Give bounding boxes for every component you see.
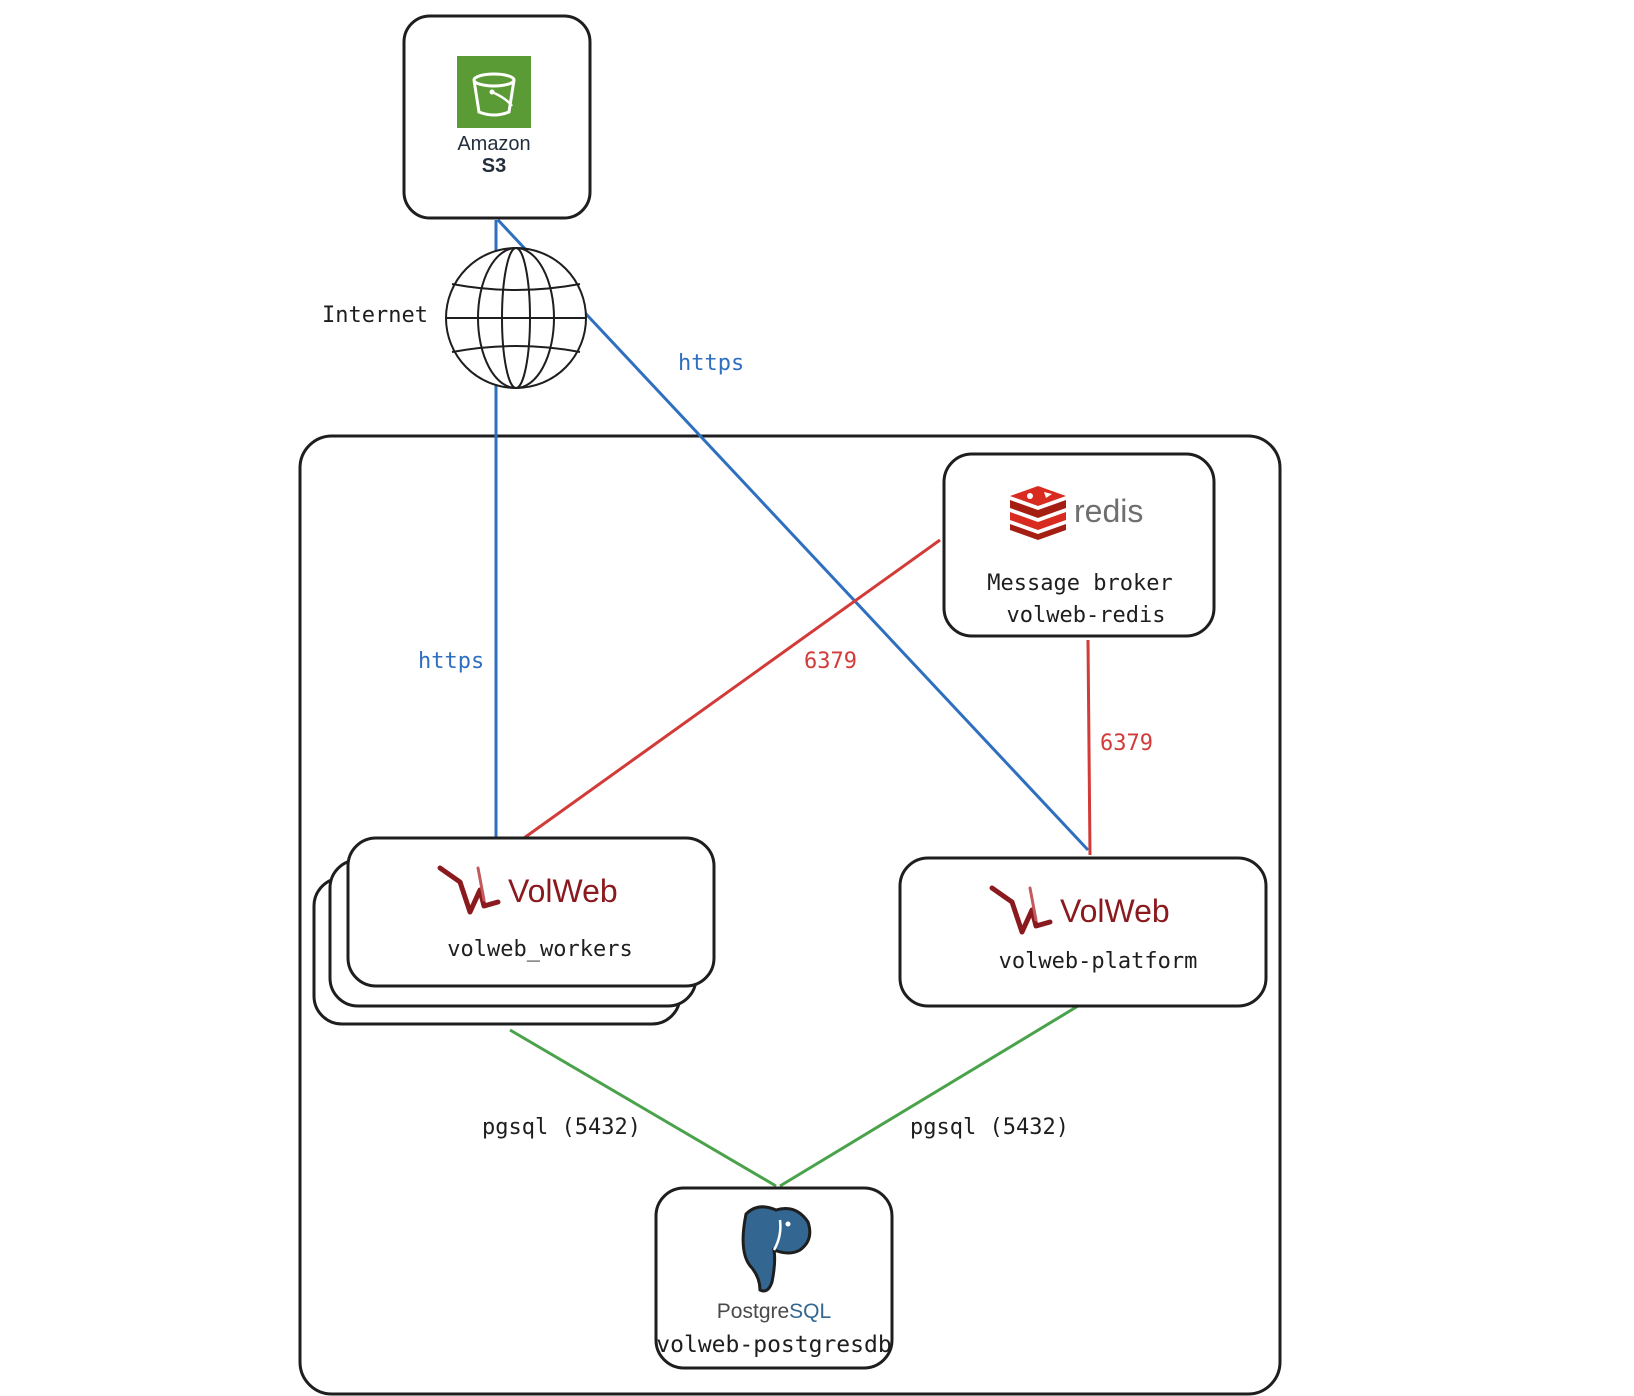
- edge-label-redis-workers: 6379: [804, 649, 857, 674]
- volweb-logo-icon: [989, 885, 1053, 935]
- redis-line-platform: [1086, 639, 1092, 856]
- https-line-platform: [496, 218, 1090, 852]
- volweb-logo-icon: [437, 865, 501, 915]
- pgsql-line-platform: [779, 1004, 1079, 1188]
- s3-label-line2: S3: [482, 155, 506, 177]
- internet-node: Internet: [322, 247, 587, 389]
- postgresql-elephant-icon: [741, 1205, 812, 1293]
- internet-label: Internet: [322, 303, 428, 328]
- edge-label-https-platform: https: [678, 351, 744, 376]
- pgsql-line-workers: [509, 1028, 777, 1188]
- platform-node: VolWeb volweb-platform: [898, 856, 1268, 1008]
- s3-node: Amazon S3: [402, 14, 592, 220]
- amazon-s3-bucket-icon: [457, 56, 531, 128]
- redis-node: redis Message broker volweb-redis: [942, 452, 1216, 638]
- workers-node: VolWeb volweb_workers: [312, 836, 716, 1026]
- edge-label-redis-platform: 6379: [1100, 731, 1153, 756]
- edge-label-pgsql-workers: pgsql (5432): [482, 1115, 641, 1140]
- redis-line-workers: [523, 538, 941, 840]
- postgres-label: volweb-postgresdb: [656, 1332, 891, 1358]
- platform-logo-text: VolWeb: [1060, 893, 1170, 929]
- globe-icon: [445, 247, 587, 389]
- edge-label-https-workers: https: [418, 649, 484, 674]
- redis-label-line2: volweb-redis: [1007, 603, 1166, 628]
- cluster-container: [298, 434, 1282, 1396]
- platform-label: volweb-platform: [999, 949, 1198, 974]
- workers-label: volweb_workers: [447, 937, 632, 962]
- postgres-node: PostgreSQL volweb-postgresdb: [654, 1186, 894, 1370]
- edge-label-pgsql-platform: pgsql (5432): [910, 1115, 1069, 1140]
- redis-logo-icon: [1010, 486, 1066, 540]
- postgres-logo-text: PostgreSQL: [717, 1300, 831, 1323]
- workers-logo-text: VolWeb: [508, 873, 618, 909]
- s3-label-line1: Amazon: [457, 133, 530, 155]
- redis-label-line1: Message broker: [987, 571, 1172, 596]
- redis-logo-text: redis: [1074, 493, 1143, 529]
